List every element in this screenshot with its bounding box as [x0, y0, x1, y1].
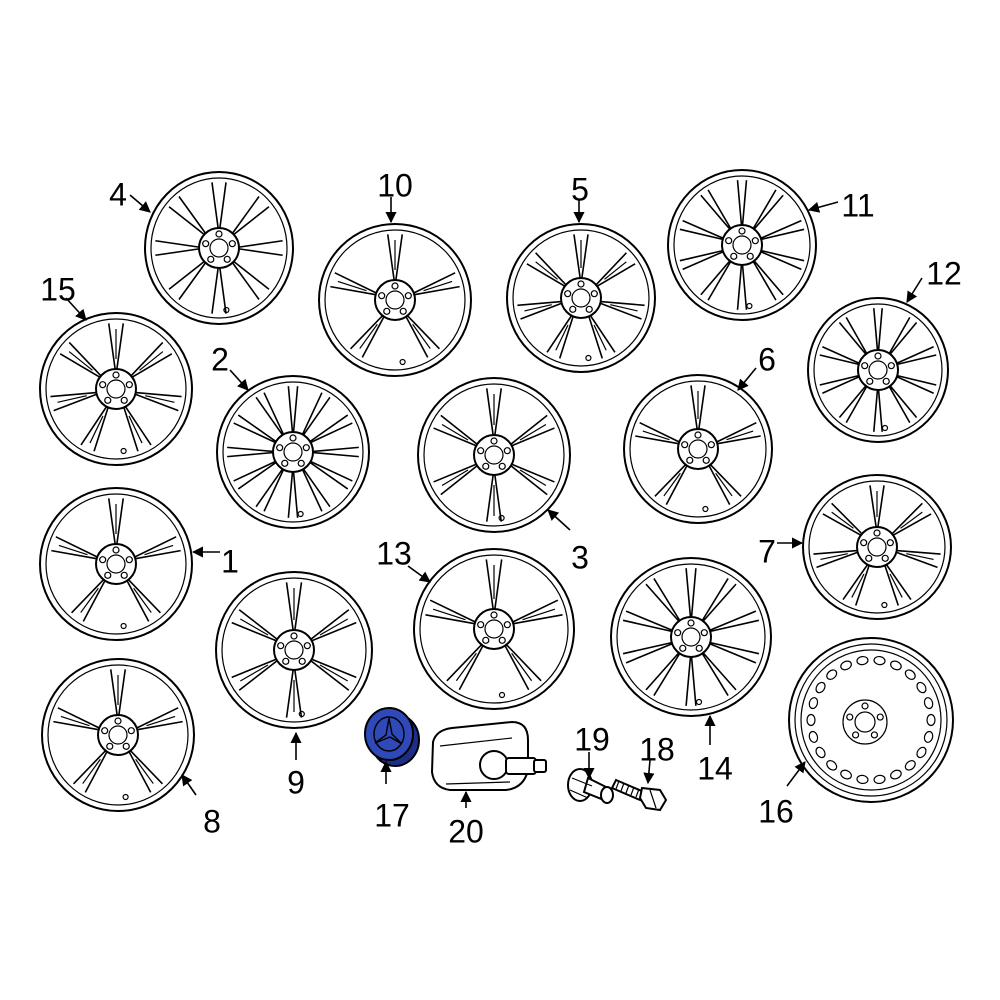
part-5-alloy-wheel[interactable] [506, 223, 656, 373]
wheel-illustrations [39, 169, 954, 812]
part-10-alloy-wheel[interactable] [318, 223, 472, 377]
callout-label-2[interactable]: 2 [211, 341, 229, 377]
callout-label-8[interactable]: 8 [203, 803, 221, 839]
part-3-alloy-wheel[interactable] [417, 377, 571, 533]
callout-label-15[interactable]: 15 [40, 271, 76, 307]
callout-label-16[interactable]: 16 [758, 793, 794, 829]
callout-label-14[interactable]: 14 [697, 750, 733, 786]
callout-arrow-6 [737, 367, 757, 391]
part-17-center-cap[interactable] [364, 707, 420, 767]
part-19-valve-stem[interactable] [567, 768, 614, 804]
part-6-alloy-wheel[interactable] [623, 374, 773, 524]
callout-arrow-8 [181, 774, 197, 796]
part-16-steel-spare-wheel[interactable] [788, 637, 954, 803]
callout-label-4[interactable]: 4 [109, 176, 127, 212]
callout-label-5[interactable]: 5 [571, 171, 589, 207]
callout-label-13[interactable]: 13 [376, 535, 412, 571]
part-8-alloy-wheel[interactable] [41, 658, 195, 812]
part-15-alloy-wheel[interactable] [39, 312, 193, 466]
callout-label-1[interactable]: 1 [221, 543, 239, 579]
callout-arrow-18 [643, 759, 655, 785]
callout-label-7[interactable]: 7 [758, 533, 776, 569]
callout-label-3[interactable]: 3 [571, 539, 589, 575]
part-1-alloy-wheel[interactable] [39, 487, 193, 641]
part-12-alloy-wheel[interactable] [807, 297, 949, 443]
callout-label-11[interactable]: 11 [841, 187, 874, 223]
callout-arrow-4 [129, 194, 151, 213]
part-7-alloy-wheel[interactable] [802, 474, 952, 620]
callout-arrow-11 [807, 201, 839, 213]
callout-arrow-13 [407, 565, 431, 583]
callout-arrow-3 [547, 509, 571, 531]
part-13-alloy-wheel[interactable] [413, 548, 575, 710]
callout-label-20[interactable]: 20 [448, 813, 484, 849]
part-4-alloy-wheel[interactable] [144, 171, 294, 325]
callout-label-19[interactable]: 19 [574, 721, 610, 757]
callout-label-12[interactable]: 12 [926, 255, 962, 291]
callout-arrow-16 [786, 761, 806, 787]
part-2-alloy-wheel[interactable] [216, 375, 370, 529]
callout-arrow-2 [229, 369, 249, 391]
part-11-alloy-wheel[interactable] [667, 169, 817, 321]
callout-label-9[interactable]: 9 [287, 764, 305, 800]
part-14-alloy-wheel[interactable] [610, 557, 772, 717]
part-9-alloy-wheel[interactable] [215, 571, 373, 729]
part-18-valve-bolt[interactable] [610, 778, 668, 812]
callout-label-18[interactable]: 18 [639, 731, 675, 767]
callout-arrow-12 [906, 277, 923, 303]
callout-label-6[interactable]: 6 [758, 341, 776, 377]
part-20-tpms-sensor[interactable] [430, 720, 547, 791]
callout-arrow-15 [65, 297, 87, 321]
callout-label-10[interactable]: 10 [377, 167, 413, 203]
callout-label-17[interactable]: 17 [374, 797, 410, 833]
